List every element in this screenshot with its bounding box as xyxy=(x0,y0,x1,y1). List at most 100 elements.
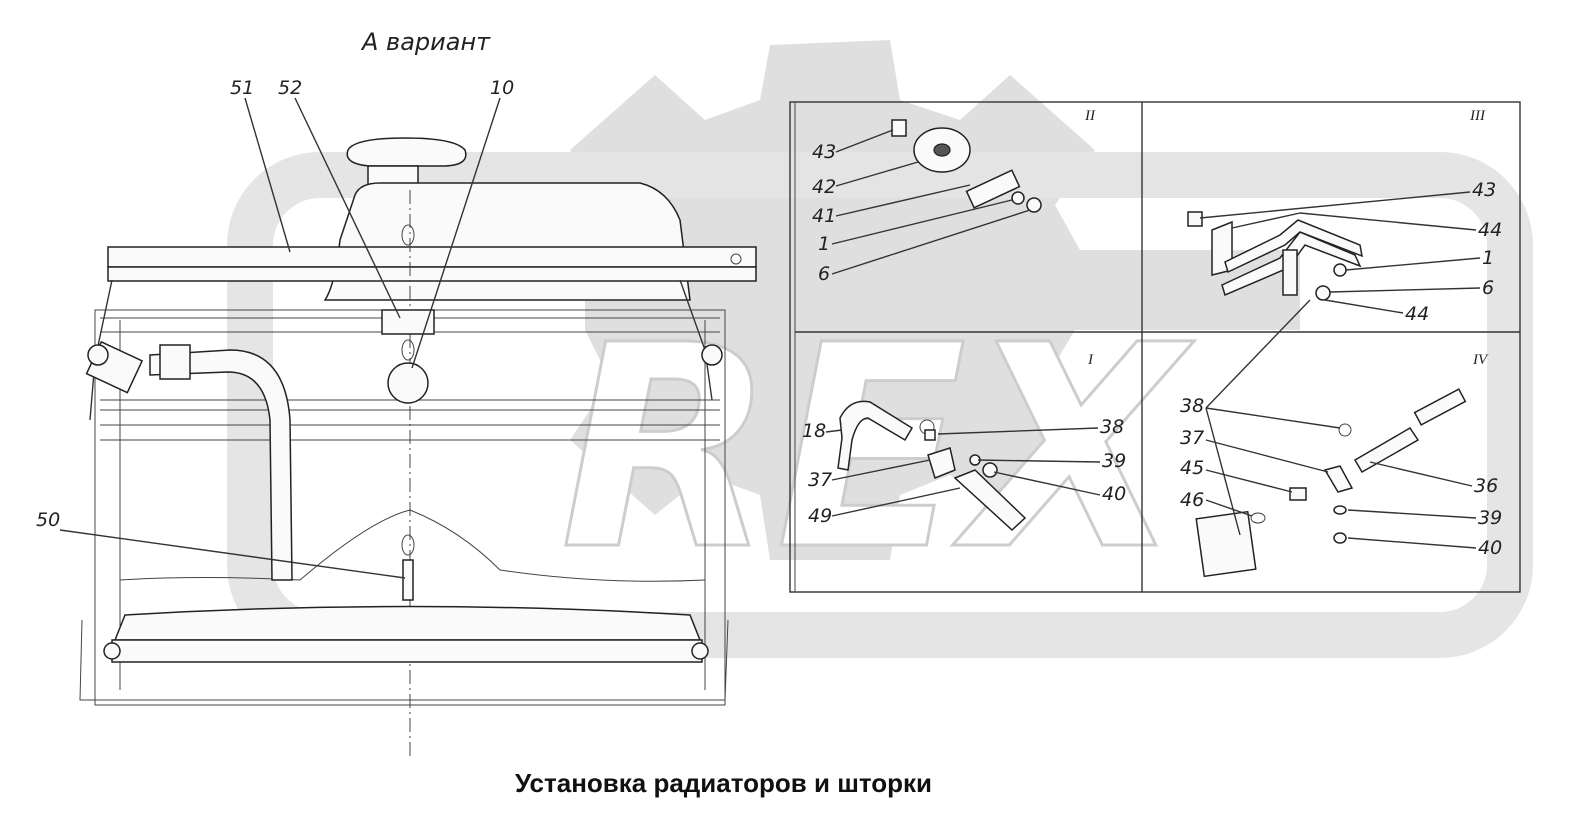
right-pivot xyxy=(701,344,723,366)
nut-6 xyxy=(1026,197,1042,213)
leader-line xyxy=(1347,537,1477,549)
callout-II-42: 42 xyxy=(812,176,836,198)
callout-51: 51 xyxy=(230,77,254,99)
callout-II-41: 41 xyxy=(812,205,836,227)
callout-IV-37: 37 xyxy=(1180,427,1204,449)
panel-label-I: I xyxy=(1087,352,1094,368)
leader-line xyxy=(1299,212,1477,231)
leader-line xyxy=(244,97,291,253)
washer-1 xyxy=(1011,191,1025,205)
callout-I-40: 40 xyxy=(1102,483,1126,505)
callout-50: 50 xyxy=(36,509,60,531)
leader-line xyxy=(831,199,1013,245)
bracket-44-lower xyxy=(1282,249,1298,296)
nut-6 xyxy=(1315,285,1331,301)
panel-II: 43 42 41 1 6 xyxy=(812,119,1042,285)
panel-label-III: III xyxy=(1469,108,1486,124)
callout-I-49: 49 xyxy=(808,505,832,527)
chain-link xyxy=(401,339,415,361)
expansion-tank xyxy=(323,182,691,301)
callout-III-43: 43 xyxy=(1472,179,1496,201)
main-view xyxy=(79,137,757,760)
callout-IV-45: 45 xyxy=(1180,457,1204,479)
leader-line xyxy=(1324,299,1404,314)
leader-line xyxy=(294,97,401,319)
knob-42-hub xyxy=(933,143,951,157)
bolt-43 xyxy=(891,119,907,137)
nut-40 xyxy=(982,462,998,478)
nut-40 xyxy=(1333,532,1347,544)
callout-II-1: 1 xyxy=(818,233,830,255)
leader-line xyxy=(1369,461,1473,487)
roller-end-left xyxy=(103,642,121,660)
shutter-ring xyxy=(387,362,429,404)
leader-line xyxy=(1347,509,1477,519)
callout-I-38: 38 xyxy=(1100,416,1124,438)
panel-IV: 38 37 45 46 36 39 40 xyxy=(1180,299,1502,578)
bar-hole-icon xyxy=(730,253,742,265)
clamp-37 xyxy=(927,447,956,479)
leader-line xyxy=(835,184,971,217)
washer-46 xyxy=(1250,512,1266,524)
watermark-band xyxy=(227,152,1533,658)
shutter-lower-frame xyxy=(113,605,702,641)
coupling-49 xyxy=(953,469,1027,532)
panel-I: 18 38 37 39 40 49 xyxy=(802,400,1126,532)
bolt-45 xyxy=(1289,487,1307,501)
shutter-roller xyxy=(111,639,703,663)
callout-II-6: 6 xyxy=(818,263,830,285)
top-cross-bar xyxy=(107,246,757,268)
bolt-38 xyxy=(924,429,936,441)
leader-line xyxy=(1205,407,1241,536)
leader-line xyxy=(831,459,931,481)
callout-I-39: 39 xyxy=(1102,450,1126,472)
panel-label-IV: IV xyxy=(1472,352,1489,368)
leader-line xyxy=(1205,499,1253,517)
leader-line xyxy=(1329,287,1481,293)
leader-line xyxy=(1345,257,1481,271)
detail-outer-frame xyxy=(789,101,1521,593)
callout-52: 52 xyxy=(278,77,302,99)
callout-IV-40: 40 xyxy=(1478,537,1502,559)
leader-line xyxy=(835,161,919,187)
panel-label-II: II xyxy=(1084,108,1096,124)
panel-III: 43 44 1 6 44 xyxy=(1187,179,1502,325)
left-pivot xyxy=(87,344,109,366)
filler-cap xyxy=(346,137,467,167)
leader-line xyxy=(59,529,406,579)
detail-panels: II III I IV xyxy=(789,101,1521,593)
callout-III-6: 6 xyxy=(1482,277,1494,299)
clamp-37 xyxy=(1323,465,1354,493)
pipe-36 xyxy=(1353,426,1420,474)
leader-line xyxy=(993,471,1101,496)
callout-IV-36: 36 xyxy=(1474,475,1498,497)
leader-line xyxy=(411,97,501,369)
washer-39 xyxy=(1333,505,1347,515)
leader-line xyxy=(1205,469,1293,493)
callout-I-18: 18 xyxy=(802,420,826,442)
leader-line xyxy=(1205,439,1329,473)
watermark-logo: REX xyxy=(227,40,1533,658)
figure-caption: Установка радиаторов и шторки xyxy=(515,768,932,798)
leader-line xyxy=(977,459,1101,463)
watermark-text: REX xyxy=(560,286,1194,612)
variant-title: А вариант xyxy=(360,28,491,56)
top-cross-bar-lower xyxy=(107,266,757,282)
leader-line xyxy=(1205,407,1341,429)
bottom-frame xyxy=(79,619,729,701)
chain-block xyxy=(381,309,435,335)
leader-line xyxy=(937,427,1099,435)
chain-link xyxy=(401,224,415,246)
callout-I-37: 37 xyxy=(808,469,832,491)
callout-III-1: 1 xyxy=(1482,247,1494,269)
bent-tube-upper xyxy=(1224,219,1363,274)
callout-IV-38: 38 xyxy=(1180,395,1204,417)
leader-line xyxy=(835,129,894,153)
leader-line xyxy=(831,487,961,517)
rod-18 xyxy=(837,400,914,471)
pipe-clamp xyxy=(159,344,191,380)
callout-III-44: 44 xyxy=(1478,219,1502,241)
leader-line xyxy=(1205,299,1311,409)
leader-line xyxy=(825,429,843,433)
